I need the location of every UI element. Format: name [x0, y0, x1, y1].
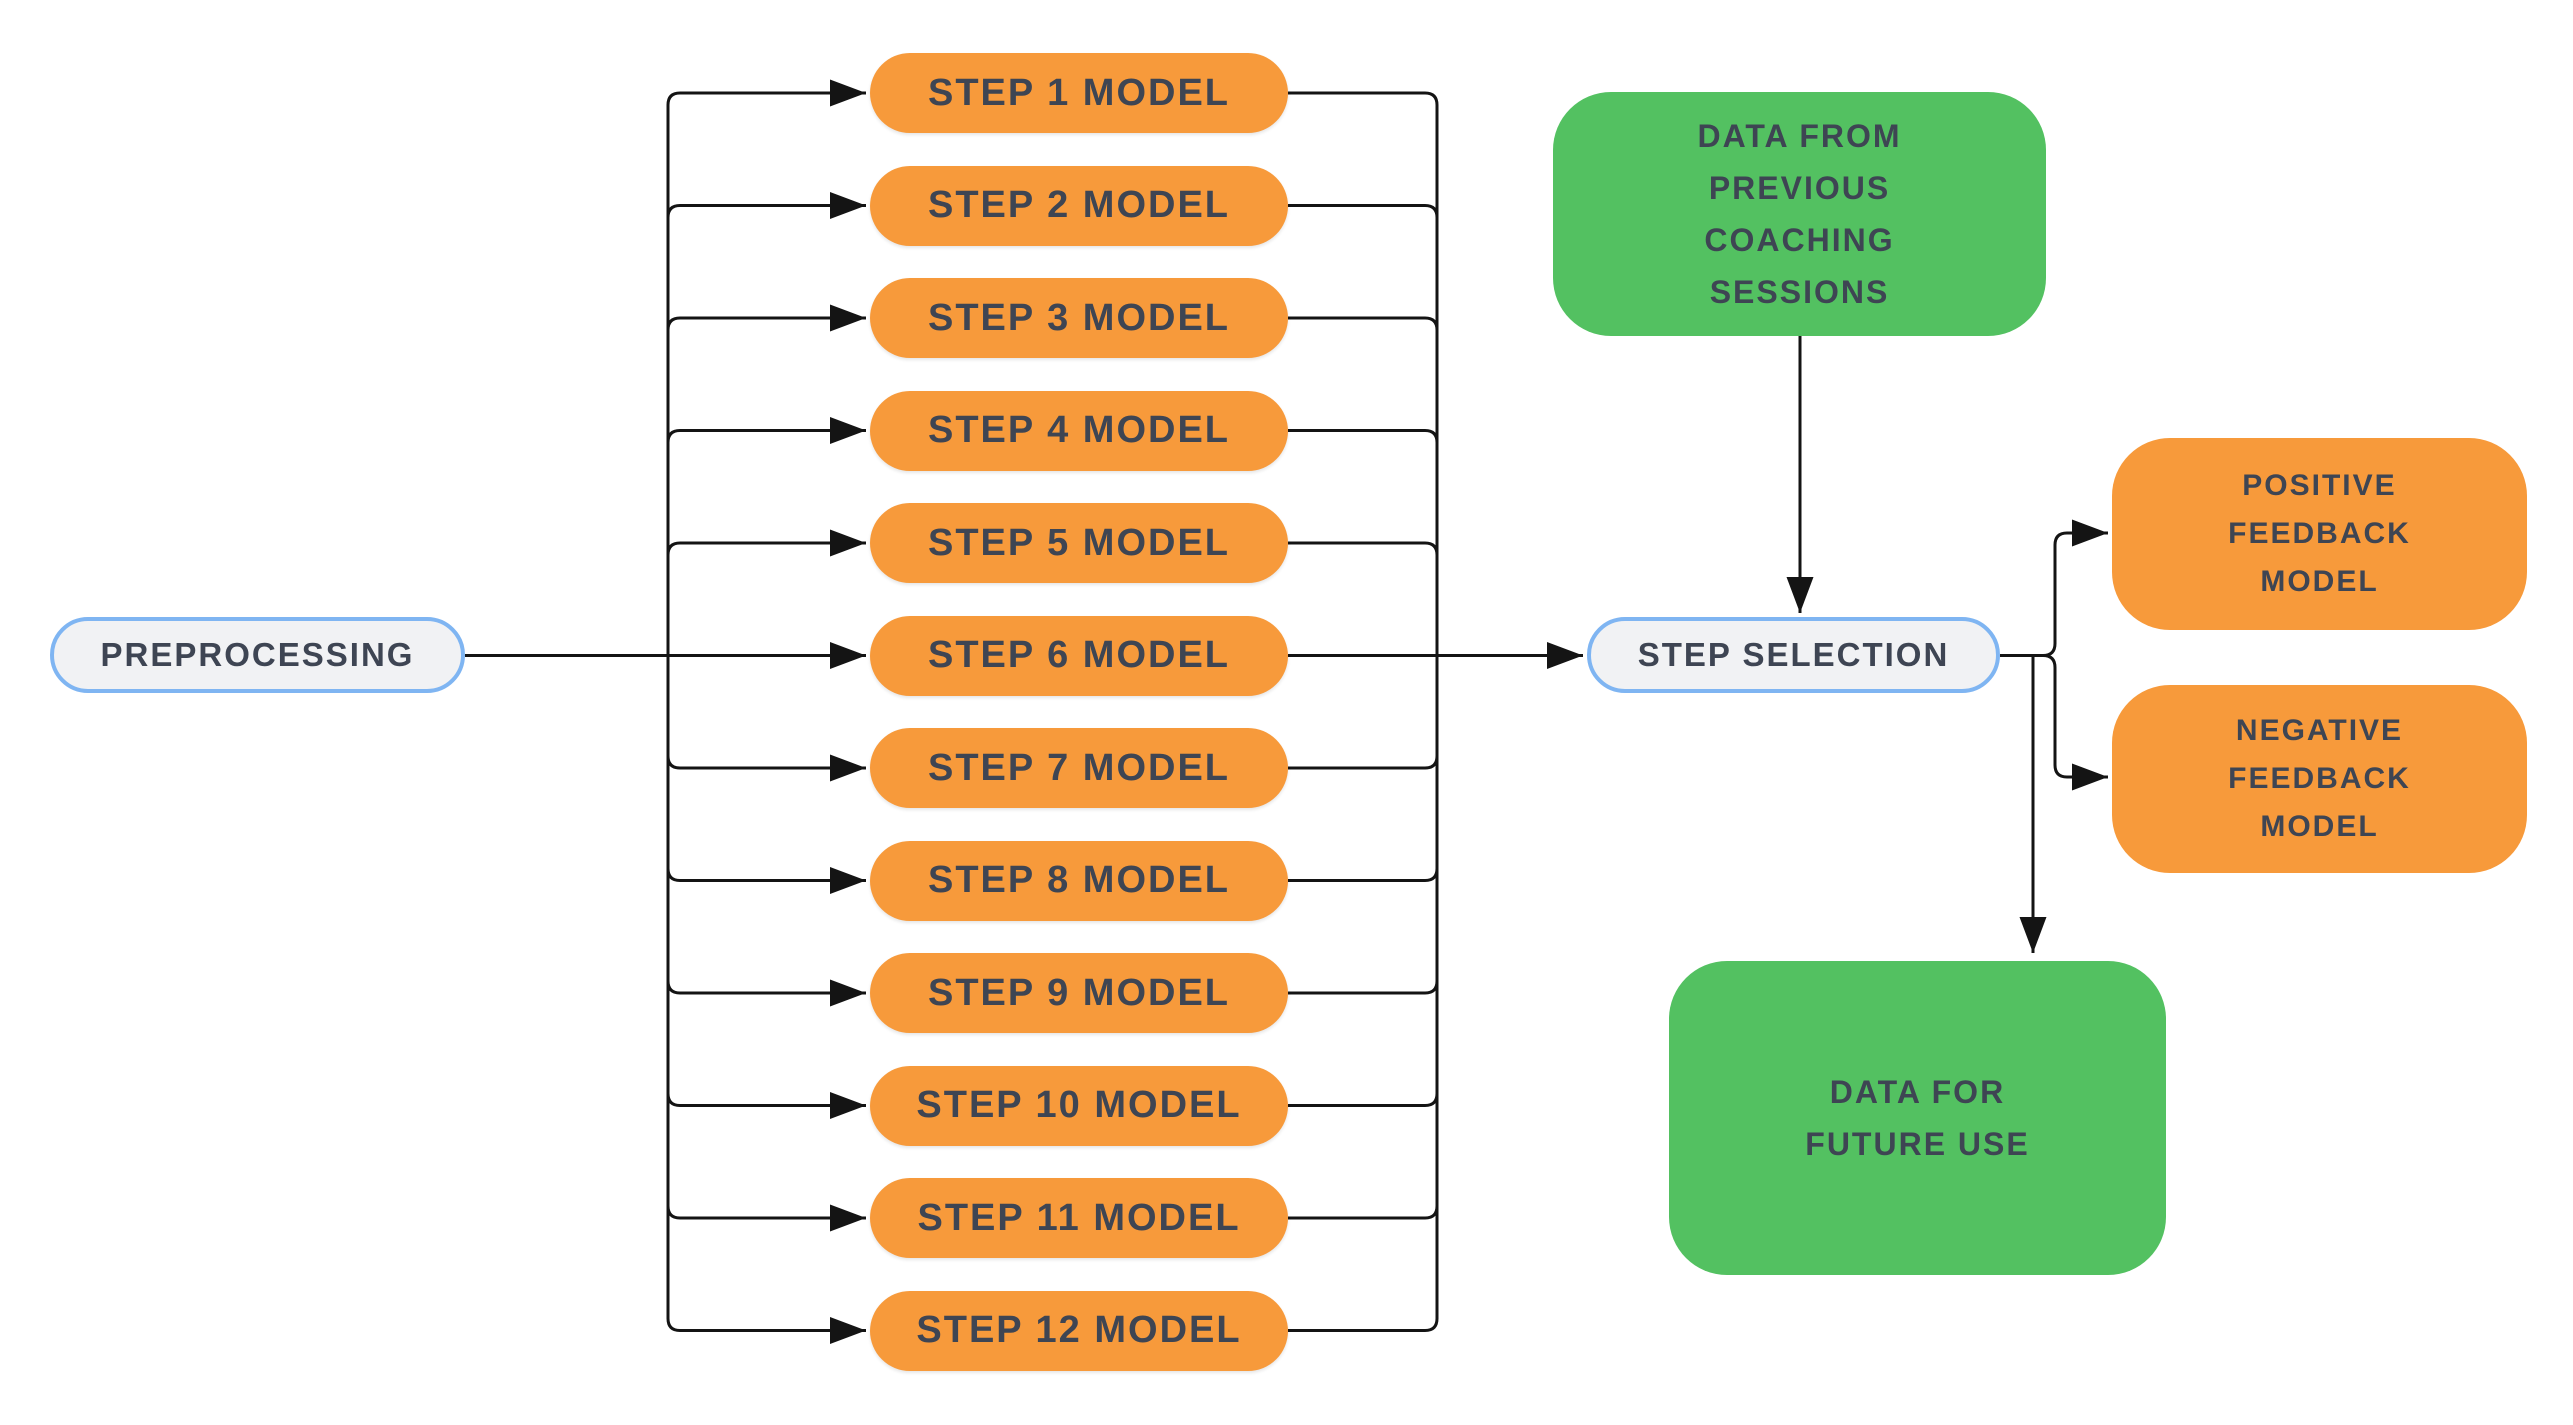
connector-preprocessing-to-step-3: [666, 304, 866, 656]
positive-feedback-model-label: POSITIVE FEEDBACK MODEL: [2228, 469, 2411, 598]
step-model-node-4: STEP 4 MODEL: [870, 390, 1288, 471]
step-model-node-3: STEP 3 MODEL: [870, 278, 1288, 358]
step-model-node-5: STEP 5 MODEL: [870, 503, 1288, 583]
step-model-node-11: STEP 11 MODEL: [870, 1178, 1288, 1258]
connector-preprocessing-to-step-4: [666, 417, 866, 656]
step-model-label: STEP 12 MODEL: [916, 1309, 1242, 1351]
connector-step-5-to-trunk: [1288, 541, 1439, 656]
connector-preprocessing-to-step-8: [666, 655, 866, 894]
connector-step-4-to-trunk: [1288, 429, 1439, 656]
connector-step-9-to-trunk: [1288, 655, 1439, 995]
step-model-node-7: STEP 7 MODEL: [870, 728, 1288, 808]
connector-preprocessing-to-step-10: [666, 655, 866, 1119]
step-model-label: STEP 2 MODEL: [927, 184, 1231, 226]
connector-step-12-to-trunk: [1288, 655, 1439, 1332]
connector-preprocessing-to-step-12: [666, 655, 866, 1344]
connector-step-3-to-trunk: [1288, 316, 1439, 656]
connector-step-1-to-trunk: [1288, 91, 1439, 656]
step-model-label: STEP 1 MODEL: [927, 71, 1231, 114]
connector-step-8-to-trunk: [1288, 655, 1439, 882]
connector-preprocessing-to-step-2: [666, 192, 866, 656]
data-from-previous-sessions-label: DATA FROM PREVIOUS COACHING SESSIONS: [1697, 118, 1902, 310]
connector-preprocessing-to-step-11: [666, 655, 866, 1232]
connector-step-7-to-trunk: [1288, 655, 1439, 770]
step-selection-node: STEP SELECTION: [1587, 617, 2000, 693]
connector-preprocessing-to-step-1: [666, 79, 866, 656]
connector-step-selection-to-positive-feedback: [2000, 519, 2108, 657]
preprocessing-node: PREPROCESSING: [50, 617, 465, 693]
step-model-node-6: STEP 6 MODEL: [870, 615, 1288, 696]
step-model-node-1: STEP 1 MODEL: [870, 53, 1288, 133]
data-for-future-use-label: DATA FOR FUTURE USE: [1805, 1074, 2030, 1162]
preprocessing-label: PREPROCESSING: [100, 636, 415, 673]
connector-step-selection-to-negative-feedback: [2000, 654, 2108, 791]
step-model-node-12: STEP 12 MODEL: [870, 1290, 1288, 1371]
step-model-label: STEP 8 MODEL: [927, 859, 1231, 901]
negative-feedback-model-label: NEGATIVE FEEDBACK MODEL: [2228, 714, 2411, 843]
step-model-label: STEP 11 MODEL: [917, 1196, 1241, 1239]
step-model-node-9: STEP 9 MODEL: [870, 953, 1288, 1033]
step-selection-label: STEP SELECTION: [1637, 636, 1950, 673]
step-model-label: STEP 9 MODEL: [927, 971, 1231, 1014]
step-model-label: STEP 5 MODEL: [927, 521, 1231, 564]
step-model-node-10: STEP 10 MODEL: [870, 1065, 1288, 1146]
connector-step-10-to-trunk: [1288, 655, 1439, 1107]
connector-preprocessing-to-step-9: [666, 655, 866, 1007]
connector-step-11-to-trunk: [1288, 655, 1439, 1220]
positive-feedback-model-node: POSITIVE FEEDBACK MODEL: [2112, 438, 2527, 630]
step-model-label: STEP 10 MODEL: [916, 1084, 1242, 1126]
step-model-node-2: STEP 2 MODEL: [870, 165, 1288, 246]
step-model-label: STEP 7 MODEL: [927, 746, 1231, 789]
data-for-future-use-node: DATA FOR FUTURE USE: [1669, 961, 2166, 1275]
step-model-node-8: STEP 8 MODEL: [870, 840, 1288, 921]
connector-step-2-to-trunk: [1288, 204, 1439, 656]
connector-preprocessing-to-step-7: [666, 655, 866, 782]
step-model-label: STEP 4 MODEL: [927, 409, 1231, 451]
data-from-previous-sessions-node: DATA FROM PREVIOUS COACHING SESSIONS: [1553, 92, 2046, 336]
step-model-label: STEP 3 MODEL: [927, 296, 1231, 339]
connector-preprocessing-to-step-5: [666, 529, 866, 656]
negative-feedback-model-node: NEGATIVE FEEDBACK MODEL: [2112, 685, 2527, 873]
step-model-label: STEP 6 MODEL: [927, 634, 1231, 676]
